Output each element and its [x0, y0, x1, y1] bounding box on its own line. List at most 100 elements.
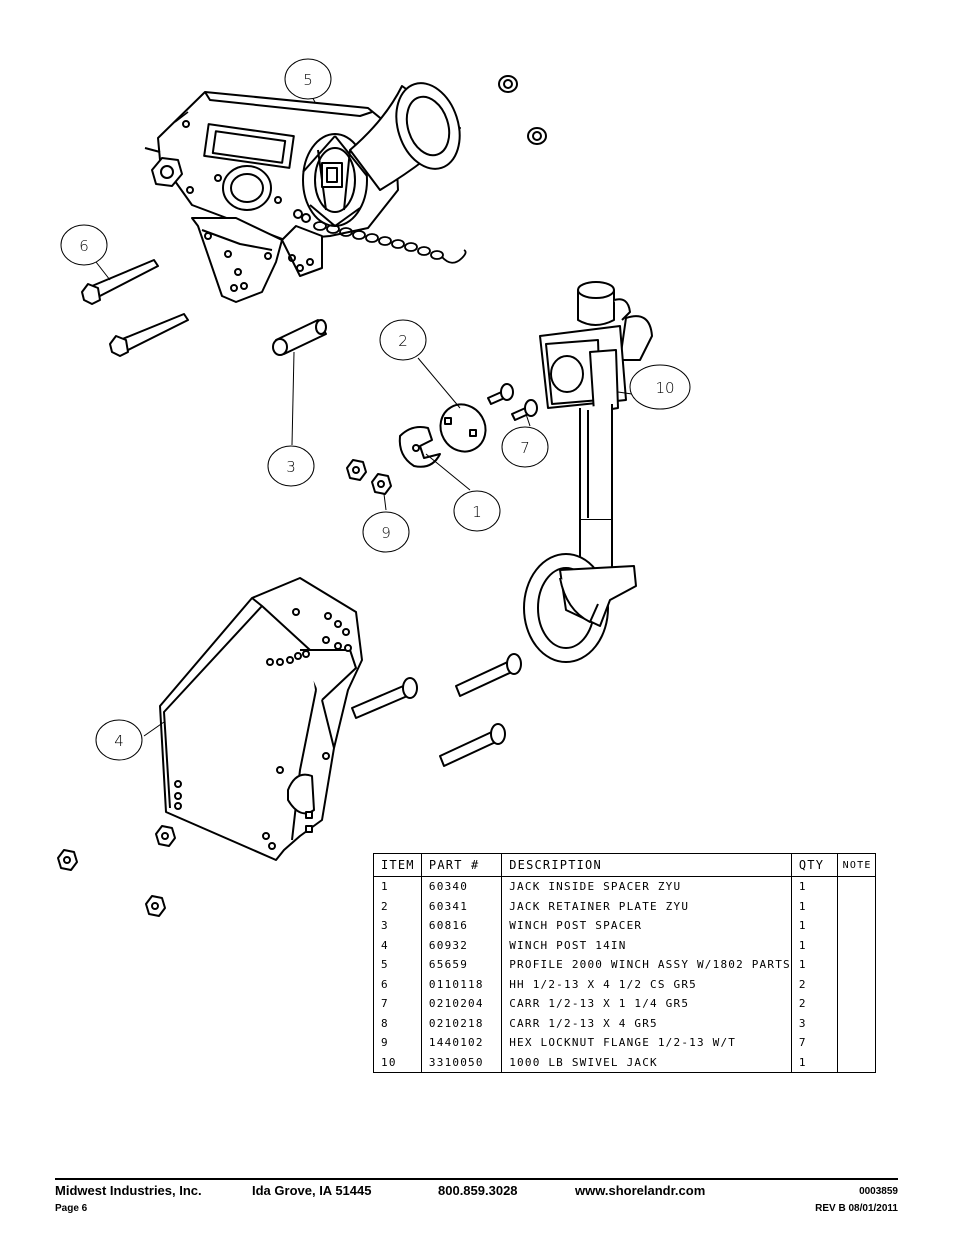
callout-1 — [453, 490, 501, 532]
footer-revision: REV B 08/01/2011 — [815, 1203, 898, 1214]
callout-2 — [379, 319, 427, 361]
part-number-cell: 60816 — [420, 916, 503, 936]
part-number-cell: 0210218 — [420, 1013, 503, 1033]
description-cell: JACK INSIDE SPACER ZYU — [501, 876, 792, 897]
note-cell — [836, 994, 877, 1014]
description-cell: HH 1/2-13 X 4 1/2 CS GR5 — [501, 974, 792, 994]
part-number-cell: 3310050 — [420, 1052, 503, 1073]
header-description: DESCRIPTION — [501, 853, 792, 877]
qty-cell: 1 — [790, 896, 838, 916]
note-cell — [836, 1052, 877, 1073]
item-cell: 7 — [373, 994, 422, 1014]
note-cell — [836, 1013, 877, 1033]
callout-label-4: 4 — [114, 732, 124, 750]
callout-label-5: 5 — [303, 71, 313, 89]
item-cell: 4 — [373, 935, 422, 955]
callout-9 — [362, 511, 410, 553]
description-cell: HEX LOCKNUT FLANGE 1/2-13 W/T — [501, 1033, 792, 1053]
part-number-cell: 0210204 — [420, 994, 503, 1014]
description-cell: PROFILE 2000 WINCH ASSY W/1802 PARTS — [501, 955, 792, 975]
item-cell: 9 — [373, 1033, 422, 1053]
qty-cell: 7 — [790, 1033, 838, 1053]
note-cell — [836, 896, 877, 916]
item-cell: 5 — [373, 955, 422, 975]
locknut-drawing — [57, 459, 392, 917]
description-cell: WINCH POST 14IN — [501, 935, 792, 955]
locknut-drawing-top — [498, 75, 547, 145]
carriage-bolt-drawing — [487, 383, 538, 421]
table-row: 1 60340 JACK INSIDE SPACER ZYU 1 — [373, 876, 877, 897]
qty-cell: 3 — [790, 1013, 838, 1033]
qty-cell: 1 — [790, 1052, 838, 1073]
table-row: 7 0210204 CARR 1/2-13 X 1 1/4 GR5 2 — [373, 994, 877, 1014]
qty-cell: 1 — [790, 955, 838, 975]
callout-3 — [267, 445, 315, 487]
callout-label-2: 2 — [398, 332, 408, 350]
qty-cell: 2 — [790, 994, 838, 1014]
note-cell — [836, 916, 877, 936]
note-cell — [836, 955, 877, 975]
winch-post-drawing — [159, 577, 363, 861]
parts-table-header: ITEM PART # DESCRIPTION QTY NOTE — [373, 853, 877, 877]
part-number-cell: 65659 — [420, 955, 503, 975]
table-row: 10 3310050 1000 LB SWIVEL JACK 1 — [373, 1052, 877, 1073]
header-note: NOTE — [836, 853, 877, 877]
item-cell: 2 — [373, 896, 422, 916]
footer-company: Midwest Industries, Inc. — [55, 1183, 202, 1198]
callout-6 — [60, 224, 108, 266]
callout-10 — [629, 364, 691, 410]
footer-address: Ida Grove, IA 51445 — [252, 1183, 372, 1198]
note-cell — [836, 935, 877, 955]
table-row: 5 65659 PROFILE 2000 WINCH ASSY W/1802 P… — [373, 955, 877, 975]
qty-cell: 1 — [790, 935, 838, 955]
callout-5 — [284, 58, 332, 100]
qty-cell: 2 — [790, 974, 838, 994]
winch-post-spacer-drawing — [272, 319, 327, 356]
item-cell: 6 — [373, 974, 422, 994]
header-item: ITEM — [373, 853, 422, 877]
description-cell: CARR 1/2-13 X 4 GR5 — [501, 1013, 792, 1033]
description-cell: JACK RETAINER PLATE ZYU — [501, 896, 792, 916]
swivel-jack-drawing — [523, 281, 653, 663]
part-number-cell: 1440102 — [420, 1033, 503, 1053]
note-cell — [836, 876, 877, 897]
callout-7 — [501, 426, 549, 468]
header-part-number: PART # — [420, 853, 503, 877]
qty-cell: 1 — [790, 916, 838, 936]
callout-4 — [95, 719, 143, 761]
note-cell — [836, 1033, 877, 1053]
callout-label-9: 9 — [381, 524, 391, 542]
footer-divider — [55, 1178, 898, 1180]
footer-page-number: Page 6 — [55, 1203, 88, 1214]
table-row: 8 0210218 CARR 1/2-13 X 4 GR5 3 — [373, 1013, 877, 1033]
part-number-cell: 60341 — [420, 896, 503, 916]
callout-label-6: 6 — [79, 237, 89, 255]
callout-label-1: 1 — [472, 503, 482, 521]
winch-assembly-drawing — [144, 82, 467, 303]
callout-label-3: 3 — [286, 458, 296, 476]
long-carriage-bolt-drawing — [351, 653, 522, 767]
description-cell: CARR 1/2-13 X 1 1/4 GR5 — [501, 994, 792, 1014]
note-cell — [836, 974, 877, 994]
callout-label-7: 7 — [520, 439, 530, 457]
header-qty: QTY — [790, 853, 838, 877]
table-row: 4 60932 WINCH POST 14IN 1 — [373, 935, 877, 955]
description-cell: 1000 LB SWIVEL JACK — [501, 1052, 792, 1073]
table-row: 2 60341 JACK RETAINER PLATE ZYU 1 — [373, 896, 877, 916]
table-row: 6 0110118 HH 1/2-13 X 4 1/2 CS GR5 2 — [373, 974, 877, 994]
item-cell: 1 — [373, 876, 422, 897]
description-cell: WINCH POST SPACER — [501, 916, 792, 936]
table-row: 3 60816 WINCH POST SPACER 1 — [373, 916, 877, 936]
parts-list-table: ITEM PART # DESCRIPTION QTY NOTE 1 60340… — [373, 853, 877, 1073]
jack-retainer-plate-drawing — [439, 403, 487, 453]
qty-cell: 1 — [790, 876, 838, 897]
part-number-cell: 0110118 — [420, 974, 503, 994]
item-cell: 3 — [373, 916, 422, 936]
part-number-cell: 60932 — [420, 935, 503, 955]
footer-website: www.shorelandr.com — [575, 1183, 706, 1198]
footer-doc-number: 0003859 — [859, 1186, 898, 1197]
callout-label-10: 10 — [655, 379, 674, 397]
item-cell: 8 — [373, 1013, 422, 1033]
footer-phone: 800.859.3028 — [438, 1183, 518, 1198]
